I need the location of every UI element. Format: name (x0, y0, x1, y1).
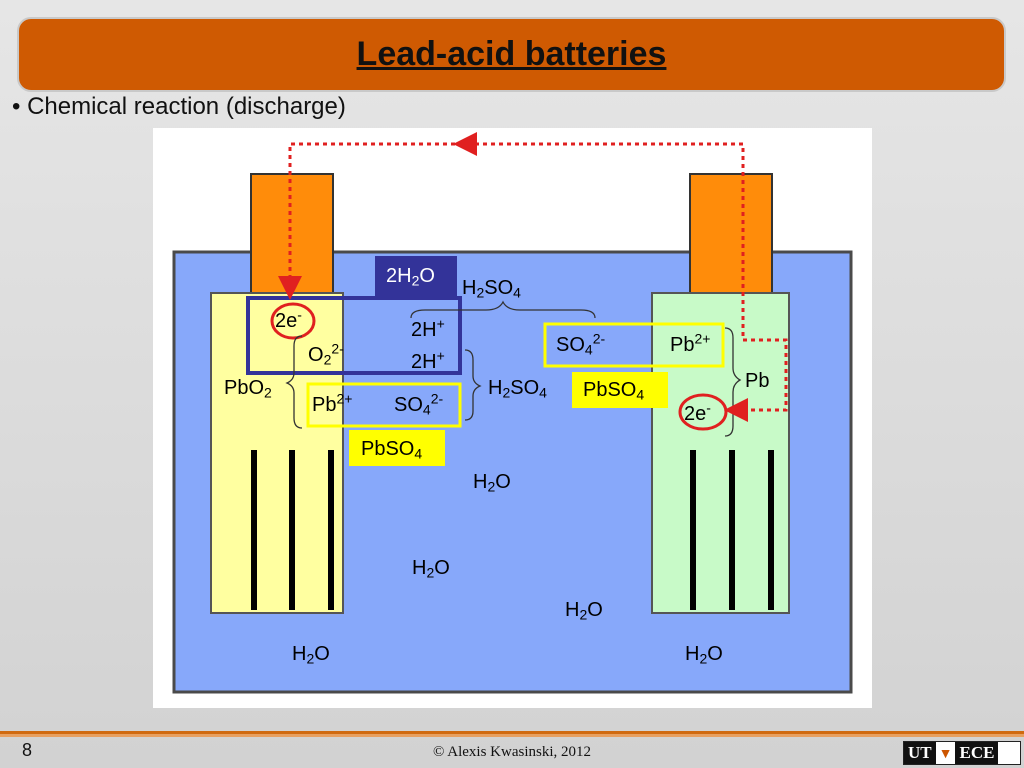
left-grid-bar-3 (328, 450, 334, 610)
lead-label: Pb (745, 370, 770, 392)
pbo2-brace (285, 335, 303, 429)
left-terminal (250, 173, 334, 299)
slide-title: Lead-acid batteries (356, 35, 667, 73)
right-grid-bar-3 (768, 450, 774, 610)
left-sulfate-label: SO42- (394, 390, 444, 418)
left-electron-label: 2e- (275, 306, 302, 332)
proton-label-1: 2H+ (411, 315, 445, 341)
left-plate (210, 292, 344, 614)
water-label-4: H2O (292, 643, 330, 667)
right-sulfate-label: SO42- (556, 330, 606, 358)
water-label-2: H2O (412, 557, 450, 581)
logo-ut-text: UT (904, 742, 936, 764)
water-label-3: H2O (565, 599, 603, 623)
left-pb-ion-label: Pb2+ (312, 390, 353, 416)
logo-ece-text: ECE (955, 742, 999, 764)
diagram-frame: 2H2O H2SO4 2e- O22- 2H+ 2H+ PbO2 Pb2+ SO… (153, 128, 872, 708)
water-top-label: 2H2O (386, 265, 435, 289)
right-plate (651, 292, 790, 614)
oxide-ion-label: O22- (308, 340, 344, 368)
right-pbso4-label: PbSO4 (583, 379, 645, 403)
left-grid-bar-1 (251, 450, 257, 610)
longhorn-icon: ▼ (938, 745, 953, 761)
title-bar: Lead-acid batteries (17, 17, 1006, 92)
right-pb-ion-label: Pb2+ (670, 330, 711, 356)
right-yellow-box (543, 322, 725, 368)
acid-top-label: H2SO4 (462, 277, 521, 301)
blue-reaction-box (246, 296, 462, 375)
water-highlight (375, 256, 457, 296)
left-yellow-box (306, 382, 462, 428)
pb-brace (724, 327, 742, 437)
page-number: 8 (22, 740, 33, 760)
left-grid-bar-2 (289, 450, 295, 610)
top-acid-brace (410, 300, 596, 319)
acid-middle-label: H2SO4 (488, 377, 547, 401)
water-label-1: H2O (473, 471, 511, 495)
copyright-notice: © Alexis Kwasinski, 2012 (432, 744, 592, 760)
left-pbso4-highlight (349, 430, 445, 466)
electron-path (288, 142, 788, 422)
left-pbso4-label: PbSO4 (361, 438, 423, 462)
lead-dioxide-label: PbO2 (224, 377, 272, 401)
footer-divider (0, 731, 1024, 737)
bullet-point: • Chemical reaction (discharge) (12, 93, 346, 120)
left-electron-circle (270, 302, 316, 340)
right-grid-bar-1 (690, 450, 696, 610)
water-label-5: H2O (685, 643, 723, 667)
right-terminal (689, 173, 773, 299)
right-electron-label: 2e- (684, 399, 711, 425)
right-grid-bar-2 (729, 450, 735, 610)
ut-ece-logo: UT ▼ ECE (903, 741, 1021, 765)
middle-acid-brace (464, 349, 482, 421)
battery-diagram (172, 132, 853, 694)
proton-label-2: 2H+ (411, 347, 445, 373)
right-pbso4-highlight (572, 372, 668, 408)
